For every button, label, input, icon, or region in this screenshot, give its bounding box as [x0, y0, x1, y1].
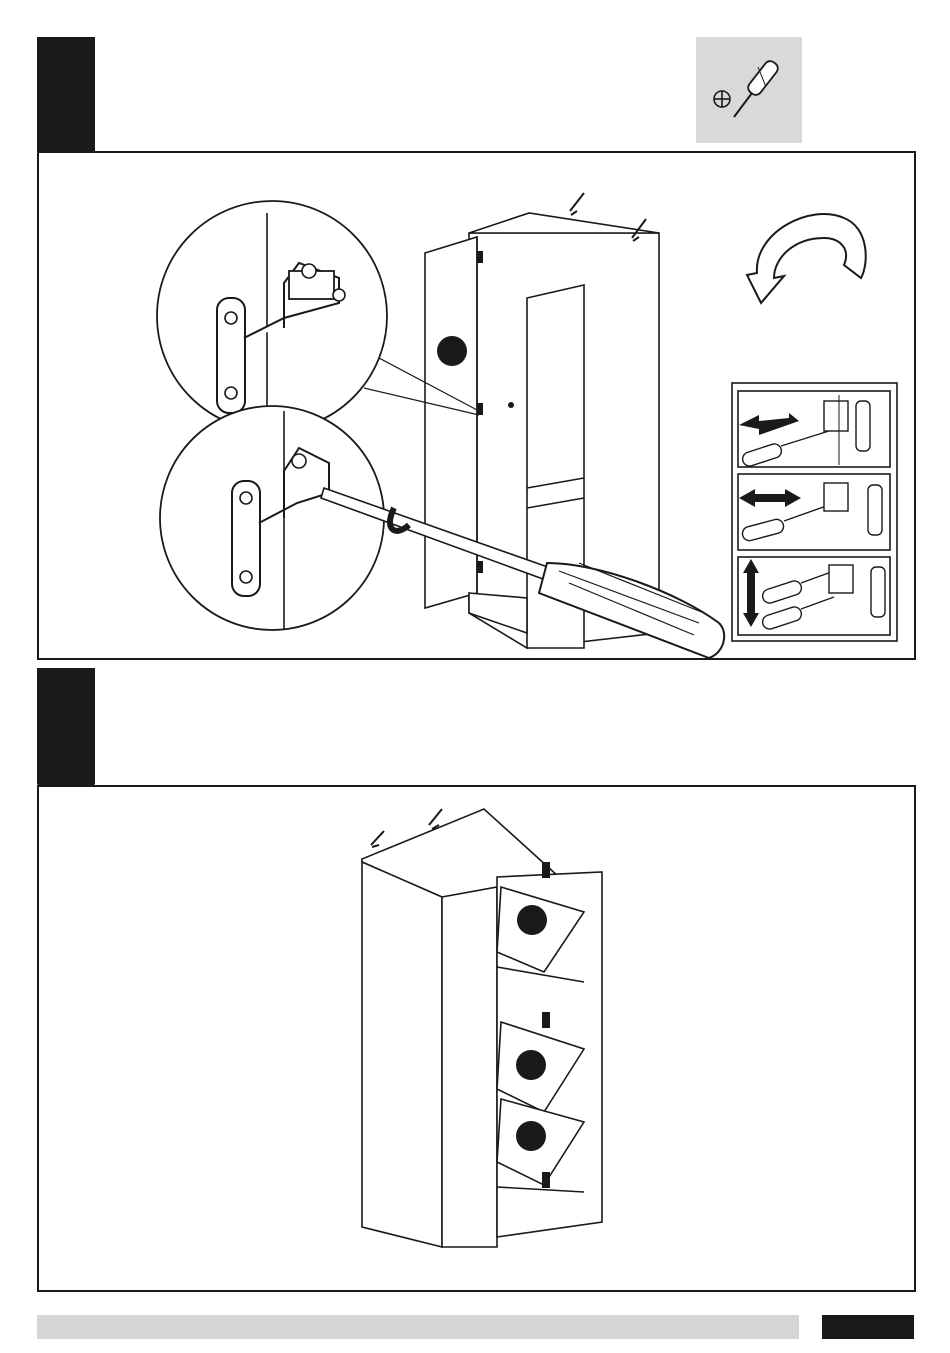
page-number-tab — [822, 1315, 914, 1339]
shelf-middle-marker — [516, 1050, 546, 1080]
step-a-illustration — [39, 153, 914, 658]
step-b-illustration — [39, 787, 914, 1290]
step-b-panel — [37, 785, 916, 1292]
shelf-upper-marker — [517, 905, 547, 935]
hinge-detail-bottom-inset — [160, 406, 384, 630]
curved-arrow-icon — [747, 214, 866, 303]
hinge-adjustment-panels — [732, 383, 897, 641]
hinge-detail-top-inset — [157, 201, 387, 431]
shelf-lower-marker — [516, 1121, 546, 1151]
step-a-panel — [37, 151, 916, 660]
wardrobe-shelves — [362, 809, 602, 1247]
phillips-screwdriver-icon — [696, 37, 802, 143]
footer-bar — [37, 1315, 799, 1339]
